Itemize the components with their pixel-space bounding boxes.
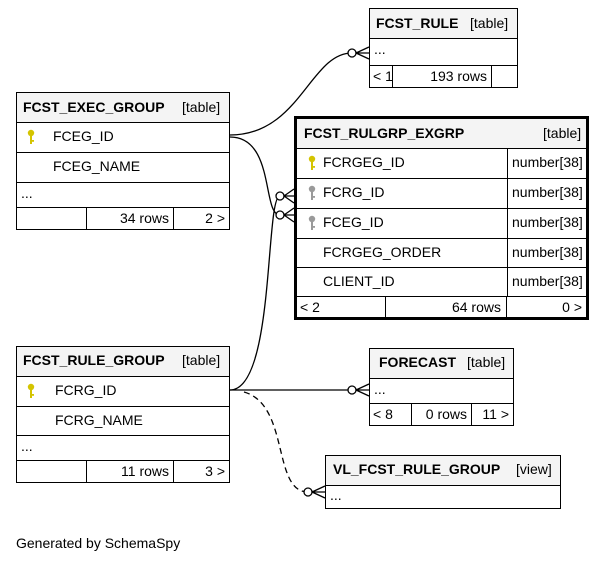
crows-foot (283, 207, 295, 223)
foreign-key-icon (308, 185, 316, 200)
columns-ellipsis: ... (21, 185, 33, 201)
edge-exec-group-to-fcst-rule (229, 52, 353, 136)
column-name: FCEG_ID (53, 128, 114, 144)
table-name: FCST_RULE (376, 15, 459, 31)
parents-nav[interactable]: < 1 (373, 68, 393, 84)
table-fcst-rule-group[interactable]: FCST_RULE_GROUP [table] FCRG_ID FCRG_NAM… (16, 346, 230, 483)
row-count: 64 rows (385, 297, 507, 318)
column-name: FCRG_NAME (55, 412, 143, 428)
crows-foot (283, 188, 295, 204)
column-name: FCRGEG_ID (323, 154, 405, 170)
column-type: number[38] (507, 209, 586, 238)
parents-nav[interactable]: < 8 (373, 406, 393, 422)
foreign-key-icon (308, 215, 316, 230)
edge-end-circle (347, 385, 357, 395)
crows-foot (311, 485, 326, 499)
edge-end-circle (275, 191, 285, 201)
children-nav[interactable]: 2 > (205, 210, 225, 226)
column-name: FCEG_ID (323, 214, 384, 230)
parents-nav[interactable]: < 2 (300, 299, 320, 315)
edge-end-circle (275, 210, 285, 220)
children-nav[interactable]: 3 > (205, 463, 225, 479)
table-kind: [view] (516, 461, 552, 477)
columns-ellipsis: ... (330, 487, 342, 503)
generated-by-footer: Generated by SchemaSpy (16, 535, 181, 551)
table-fcst-rulgrp-exgrp[interactable]: FCST_RULGRP_EXGRP [table] FCRGEG_ID numb… (294, 116, 589, 320)
columns-ellipsis: ... (374, 41, 386, 57)
column-type: number[38] (507, 239, 586, 267)
columns-ellipsis: ... (374, 381, 386, 397)
table-kind: [table] (543, 125, 582, 141)
children-nav[interactable]: 0 > (562, 299, 582, 315)
row-count: 193 rows (392, 66, 492, 87)
edge-end-circle (347, 48, 357, 58)
crows-foot (355, 383, 370, 397)
children-nav[interactable]: 11 > (482, 406, 509, 422)
column-name: FCRGEG_ORDER (323, 244, 442, 260)
column-name: CLIENT_ID (323, 273, 395, 289)
table-name: FCST_EXEC_GROUP (23, 99, 165, 115)
row-count: 0 rows (411, 404, 472, 425)
table-forecast[interactable]: FORECAST [table] ... < 8 0 rows 11 > (369, 348, 514, 426)
primary-key-icon (27, 383, 35, 398)
column-name: FCRG_ID (55, 382, 117, 398)
row-count: 34 rows (86, 208, 174, 229)
table-name: FCST_RULE_GROUP (23, 352, 165, 368)
row-count: 11 rows (86, 461, 174, 482)
edge-end-circle (303, 487, 313, 497)
primary-key-icon (27, 129, 35, 144)
crows-foot (355, 46, 370, 60)
column-name: FCRG_ID (323, 184, 385, 200)
table-name: FORECAST (379, 354, 456, 370)
table-name: FCST_RULGRP_EXGRP (304, 125, 465, 141)
column-name: FCEG_NAME (53, 158, 141, 174)
columns-ellipsis: ... (21, 438, 33, 454)
edge-rule-group-to-vl-view (243, 391, 309, 493)
edge-exec-group-to-rulgrp-fceg (229, 136, 281, 216)
table-name: VL_FCST_RULE_GROUP (333, 461, 501, 477)
column-type: number[38] (507, 179, 586, 208)
table-kind: [table] (470, 15, 509, 31)
column-type: number[38] (507, 268, 586, 296)
table-kind: [table] (182, 99, 221, 115)
edge-rule-group-to-rulgrp-fcrg (229, 195, 281, 391)
column-type: number[38] (507, 149, 586, 178)
table-fcst-exec-group[interactable]: FCST_EXEC_GROUP [table] FCEG_ID FCEG_NAM… (16, 92, 230, 230)
primary-key-icon (308, 155, 316, 170)
table-kind: [table] (467, 354, 506, 370)
table-kind: [table] (182, 352, 221, 368)
table-fcst-rule[interactable]: FCST_RULE [table] ... < 1 193 rows (369, 8, 518, 88)
view-vl-fcst-rule-group[interactable]: VL_FCST_RULE_GROUP [view] ... (325, 455, 561, 509)
